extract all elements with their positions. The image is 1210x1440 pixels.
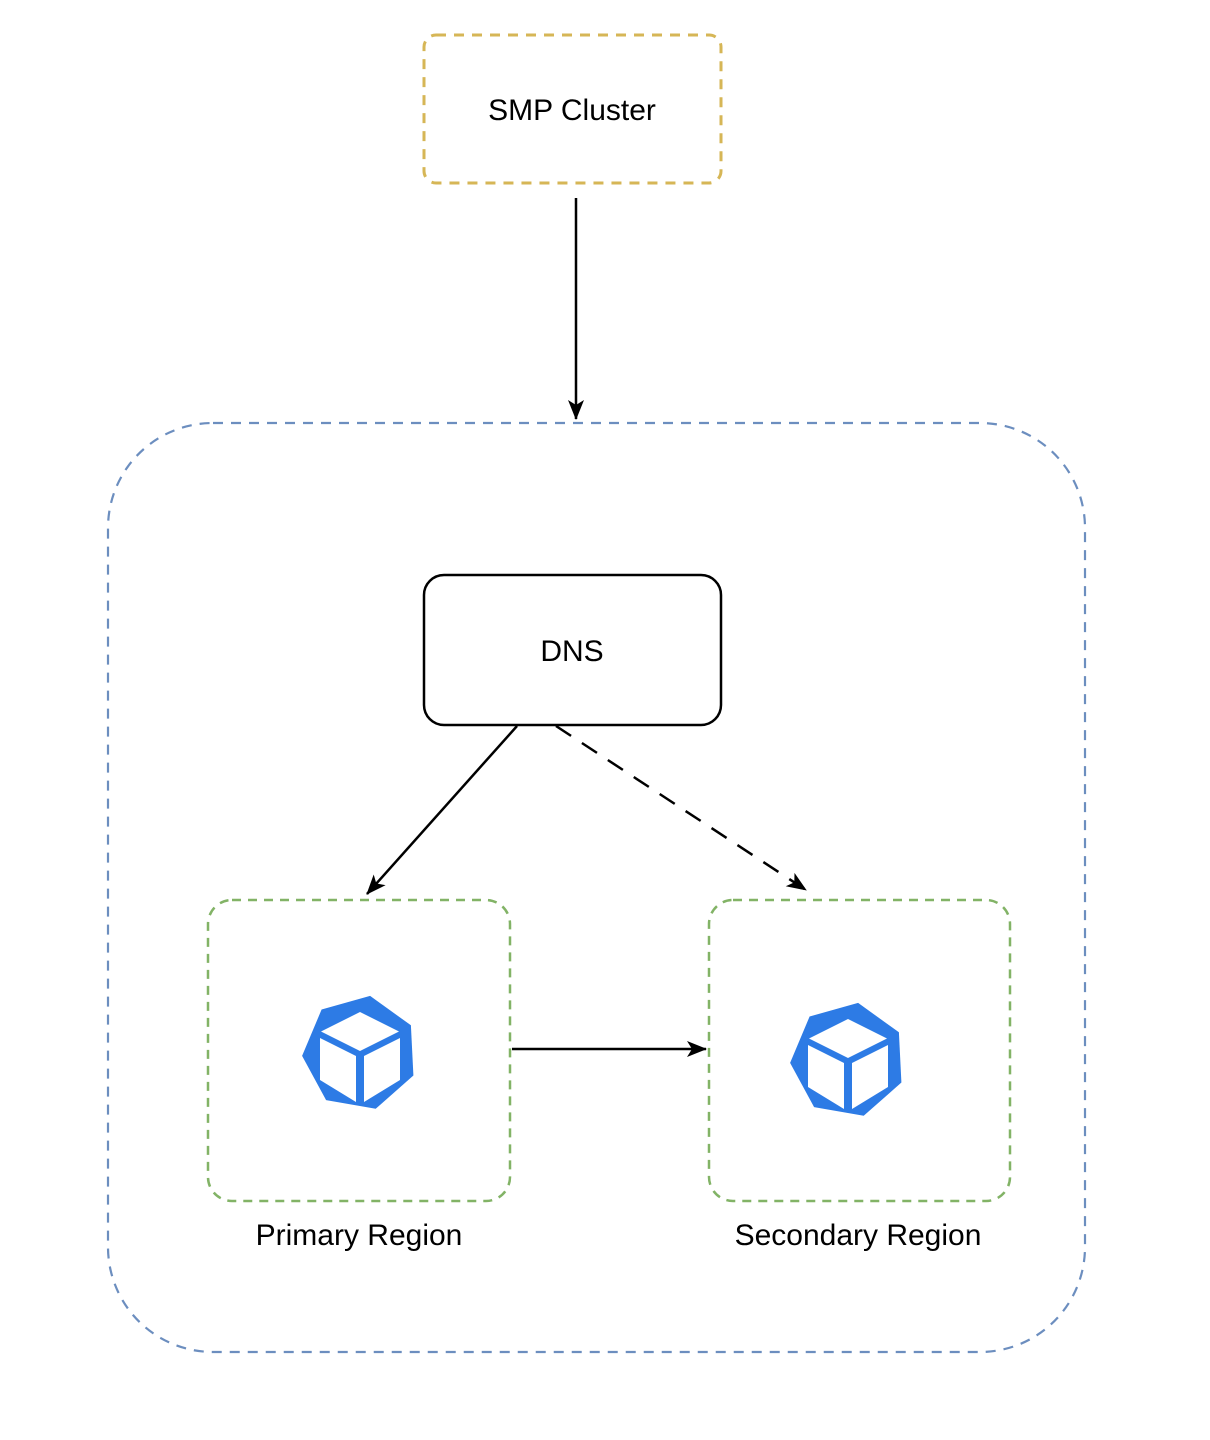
- cube-right-face: [852, 1045, 888, 1109]
- primary-region-label: Primary Region: [256, 1219, 463, 1252]
- dns-node: [422, 573, 723, 727]
- smp-cluster-node: [422, 33, 723, 185]
- thanos-cube-icon: [790, 1002, 902, 1116]
- dns-label: DNS: [540, 635, 603, 668]
- secondary-region-label: Secondary Region: [735, 1219, 982, 1252]
- cube-left-face: [320, 1038, 356, 1102]
- cube-top-face: [809, 1019, 887, 1058]
- edge-dns-to-primary: [366, 725, 518, 895]
- region-container-box: [106, 421, 1087, 1354]
- edge-dns-to-secondary: [555, 724, 807, 892]
- cube-top-face: [321, 1012, 399, 1051]
- cube-left-face: [808, 1045, 844, 1109]
- smp-cluster-label: SMP Cluster: [488, 94, 656, 127]
- thanos-cube-icon: [302, 995, 414, 1109]
- cube-right-face: [364, 1038, 400, 1102]
